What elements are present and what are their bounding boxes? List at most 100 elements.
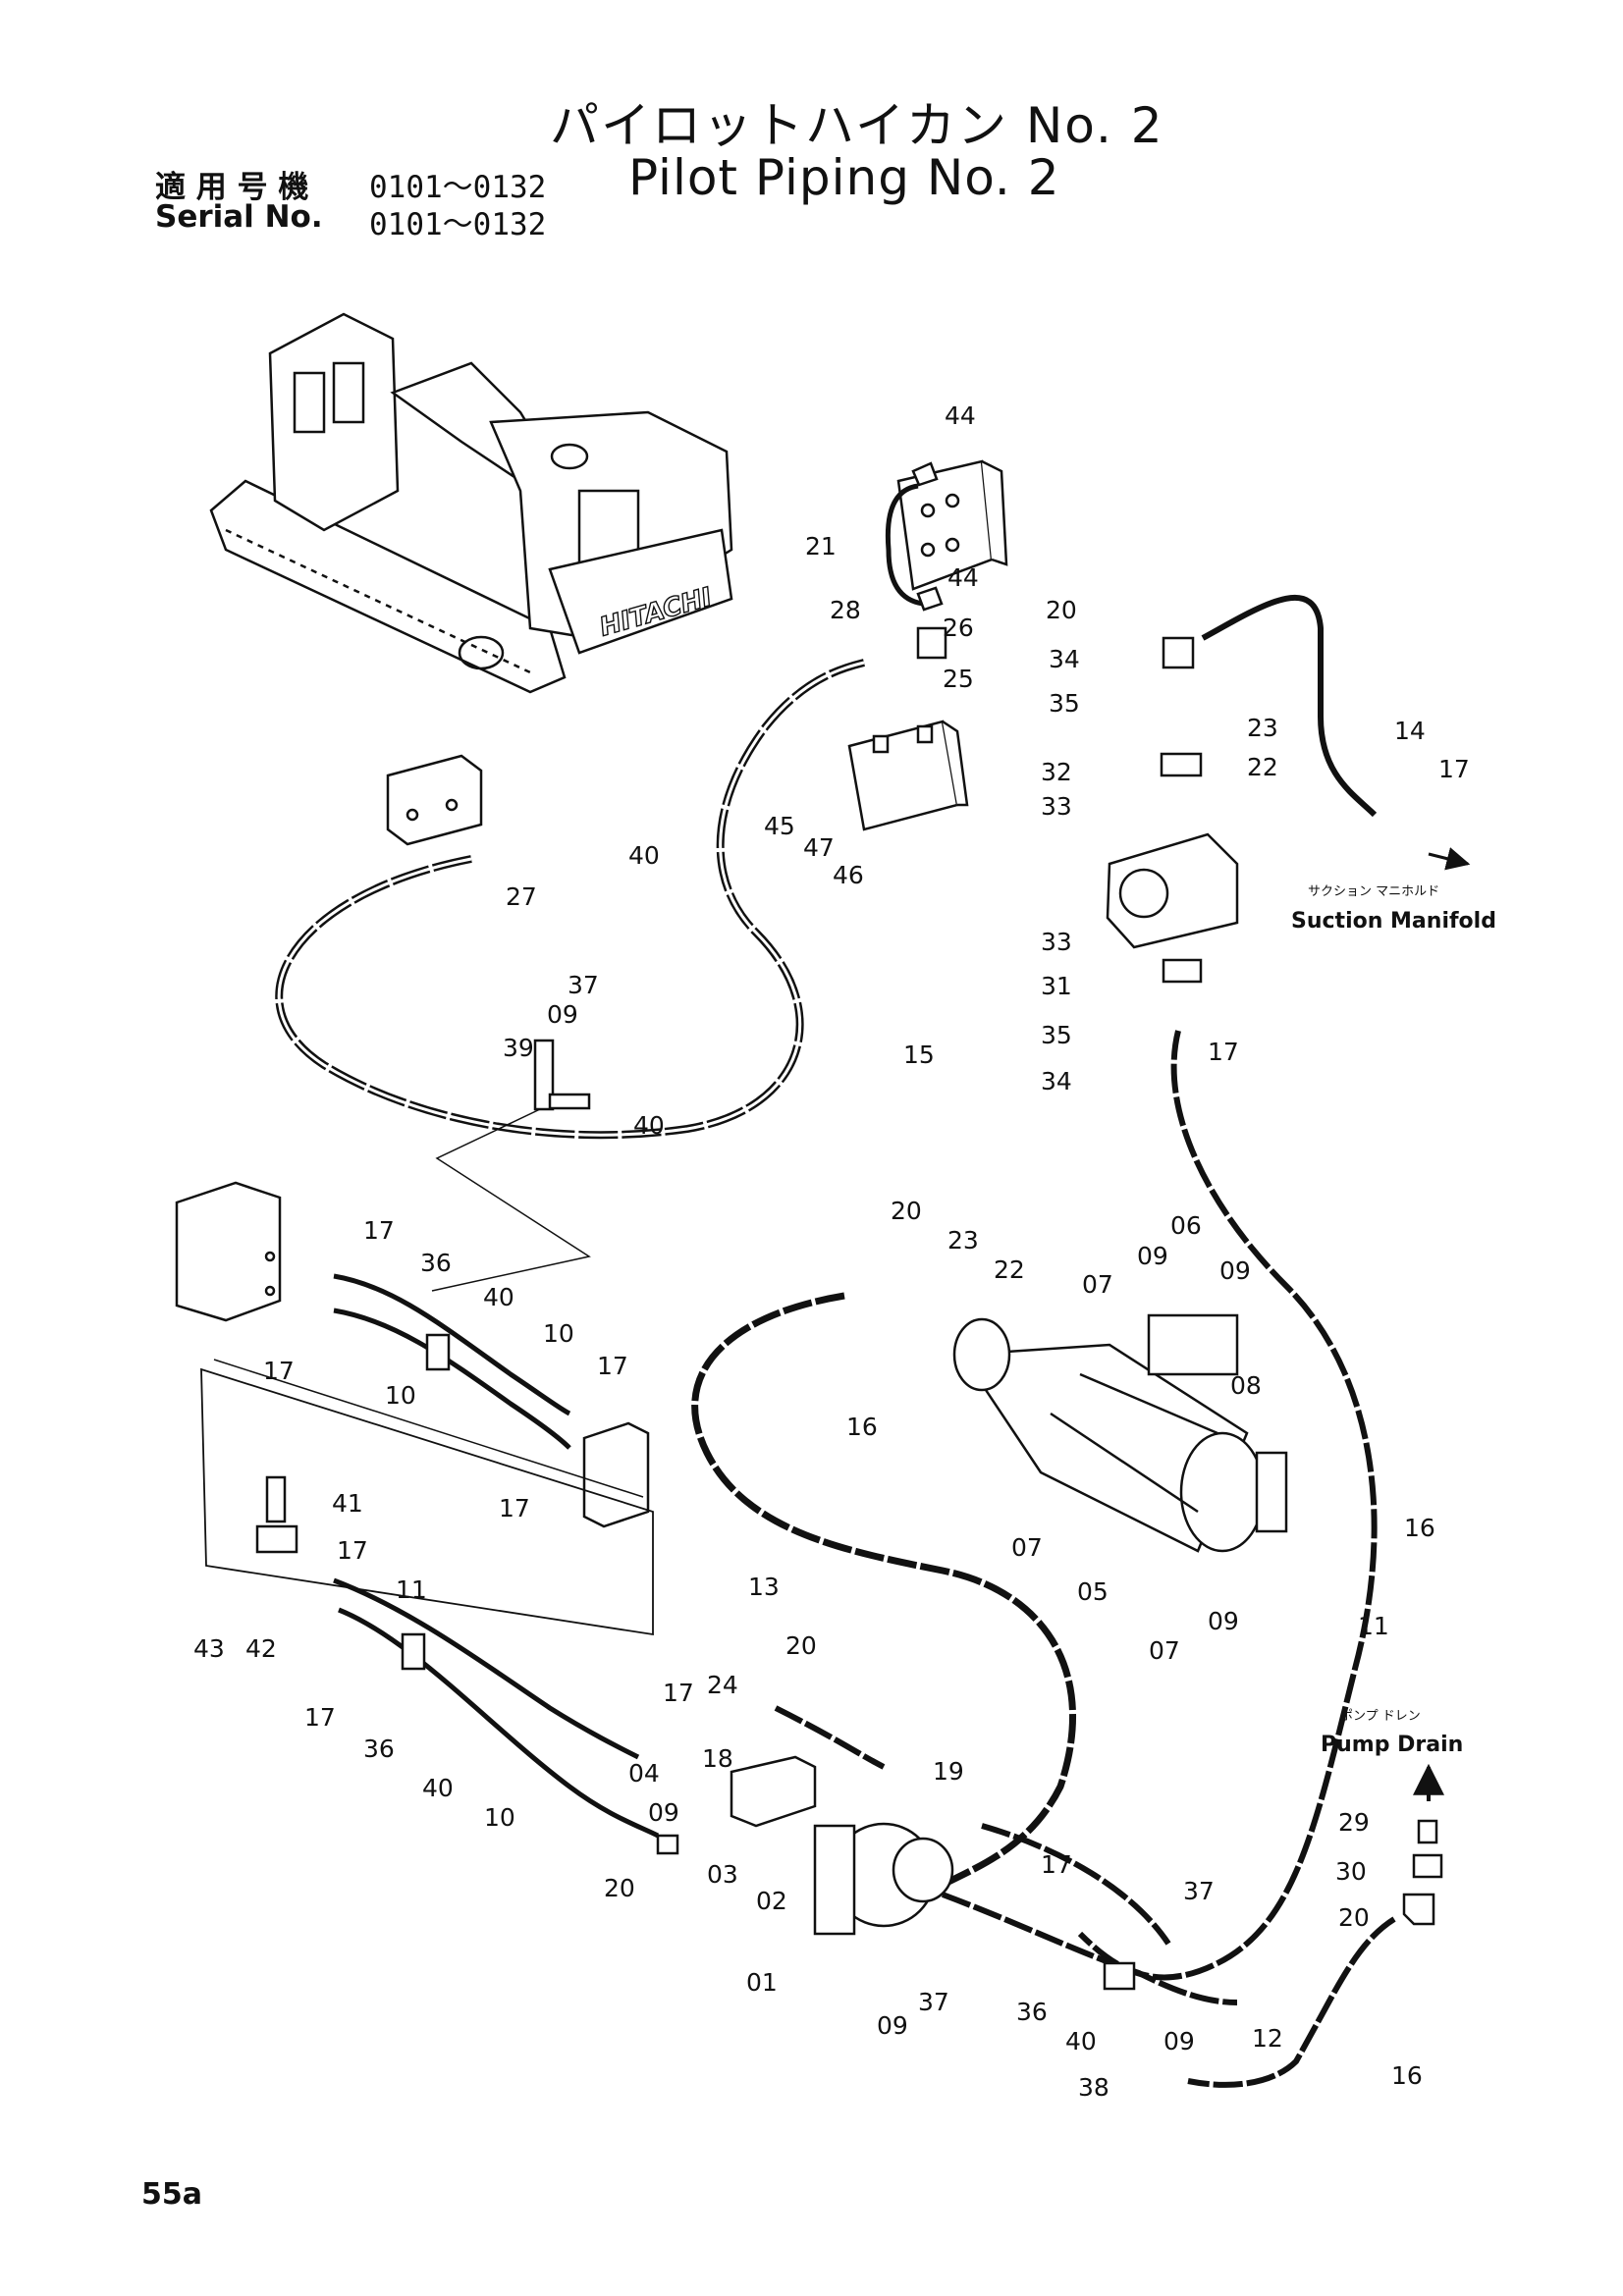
callout-23: 23 (1247, 714, 1278, 742)
callout-17: 17 (597, 1352, 628, 1380)
callout-34: 34 (1041, 1067, 1072, 1095)
callout-28: 28 (830, 596, 861, 624)
callout-05: 05 (1077, 1577, 1109, 1606)
page-number: 55a (141, 2177, 202, 2212)
elbow-20-top (1162, 636, 1195, 669)
callout-labels: 4421442826252034352322141732333331351734… (193, 401, 1470, 2102)
callout-11: 11 (396, 1575, 427, 1604)
plug-30 (1412, 1853, 1443, 1879)
hose-12 (1187, 1916, 1396, 2088)
callout-07: 07 (1149, 1636, 1180, 1665)
callout-35: 35 (1041, 1021, 1072, 1049)
elbow-20-lower (656, 1834, 679, 1855)
callout-21: 21 (805, 532, 837, 561)
callout-23: 23 (947, 1226, 979, 1255)
callout-20: 20 (1046, 596, 1077, 624)
cab-window-1 (293, 371, 326, 434)
callout-30: 30 (1335, 1857, 1367, 1886)
callout-44: 44 (947, 563, 979, 592)
callout-44: 44 (945, 401, 976, 430)
suction-note-jp: サクション マニホルド (1308, 884, 1439, 899)
callout-17: 17 (304, 1703, 336, 1732)
left-valve-block (175, 1181, 282, 1322)
callout-10: 10 (385, 1381, 416, 1410)
callout-01: 01 (746, 1968, 778, 1997)
mount-plate-01 (813, 1824, 856, 1936)
callout-26: 26 (943, 614, 974, 642)
callout-18: 18 (702, 1744, 733, 1773)
pilot-valve-upper (885, 459, 1008, 612)
callout-20: 20 (1338, 1903, 1370, 1932)
leader-box-upper (431, 1108, 591, 1292)
hose-pair-10-11 (333, 1577, 660, 1839)
clamp-36-bottom (1103, 1961, 1136, 1991)
callout-08: 08 (1230, 1371, 1262, 1400)
callout-29: 29 (1338, 1808, 1370, 1837)
callout-36: 36 (363, 1735, 395, 1763)
callout-09: 09 (648, 1798, 679, 1827)
cab-window-2 (332, 361, 365, 424)
callout-40: 40 (628, 841, 660, 870)
applicable-model-value: 0101～0132 (369, 170, 547, 205)
drain-note-en: Pump Drain (1321, 1733, 1463, 1757)
hose-lower-right (774, 1705, 1238, 2005)
idler-wheel (458, 635, 505, 670)
callout-07: 07 (1082, 1270, 1113, 1299)
callout-33: 33 (1041, 792, 1072, 821)
callout-17: 17 (337, 1536, 368, 1565)
callout-46: 46 (833, 861, 864, 889)
block-31 (1162, 958, 1203, 984)
block-32 (1160, 752, 1203, 777)
clamp-36-lower (401, 1632, 426, 1671)
pump-drain-fittings (1402, 1819, 1443, 1926)
callout-16: 16 (1404, 1514, 1435, 1542)
hose-13 (691, 1292, 1077, 1889)
callout-02: 02 (756, 1887, 787, 1915)
callout-37: 37 (1183, 1877, 1215, 1905)
callout-31: 31 (1041, 972, 1072, 1000)
callout-22: 22 (1247, 753, 1278, 781)
callout-39: 39 (503, 1034, 534, 1062)
callout-16: 16 (846, 1413, 878, 1441)
callout-12: 12 (1252, 2024, 1283, 2053)
callout-17: 17 (363, 1216, 395, 1245)
callout-40: 40 (422, 1774, 454, 1802)
callout-09: 09 (1163, 2027, 1195, 2056)
junction-block-27 (386, 754, 483, 846)
callout-16: 16 (1391, 2061, 1423, 2090)
reference-frame (200, 1367, 654, 1636)
callout-10: 10 (484, 1803, 515, 1832)
callout-09: 09 (1219, 1256, 1251, 1285)
callout-17: 17 (1208, 1038, 1239, 1066)
nipple-29 (1417, 1819, 1438, 1844)
callout-45: 45 (764, 812, 795, 840)
serial-number-label: Serial No. (155, 199, 323, 235)
callout-20: 20 (891, 1197, 922, 1225)
elbow-44-top (911, 461, 939, 487)
tee-fitting-42 (255, 1475, 298, 1554)
callout-40: 40 (1065, 2027, 1097, 2056)
accumulator-05 (952, 1313, 1288, 1553)
bracket-05-end (1255, 1451, 1288, 1533)
callout-15: 15 (903, 1041, 935, 1069)
excavator-illustration (209, 312, 733, 694)
callout-13: 13 (748, 1573, 780, 1601)
callout-24: 24 (707, 1671, 738, 1699)
filter-41 (265, 1475, 287, 1523)
check-valve-03 (656, 1755, 817, 1855)
suction-arrow (1428, 847, 1471, 871)
callout-47: 47 (803, 833, 835, 862)
callout-09: 09 (547, 1000, 578, 1029)
callout-06: 06 (1170, 1211, 1202, 1240)
callout-36: 36 (420, 1249, 452, 1277)
callout-17: 17 (1438, 755, 1470, 783)
right-valve-block-small (582, 1421, 650, 1528)
pump-body (1106, 832, 1239, 949)
hood-cap (550, 443, 589, 470)
callout-37: 37 (568, 971, 599, 999)
callout-14: 14 (1394, 717, 1426, 745)
clamp-36-upper (425, 1333, 451, 1371)
callout-42: 42 (245, 1634, 277, 1663)
tee-fitting-26 (916, 626, 947, 660)
